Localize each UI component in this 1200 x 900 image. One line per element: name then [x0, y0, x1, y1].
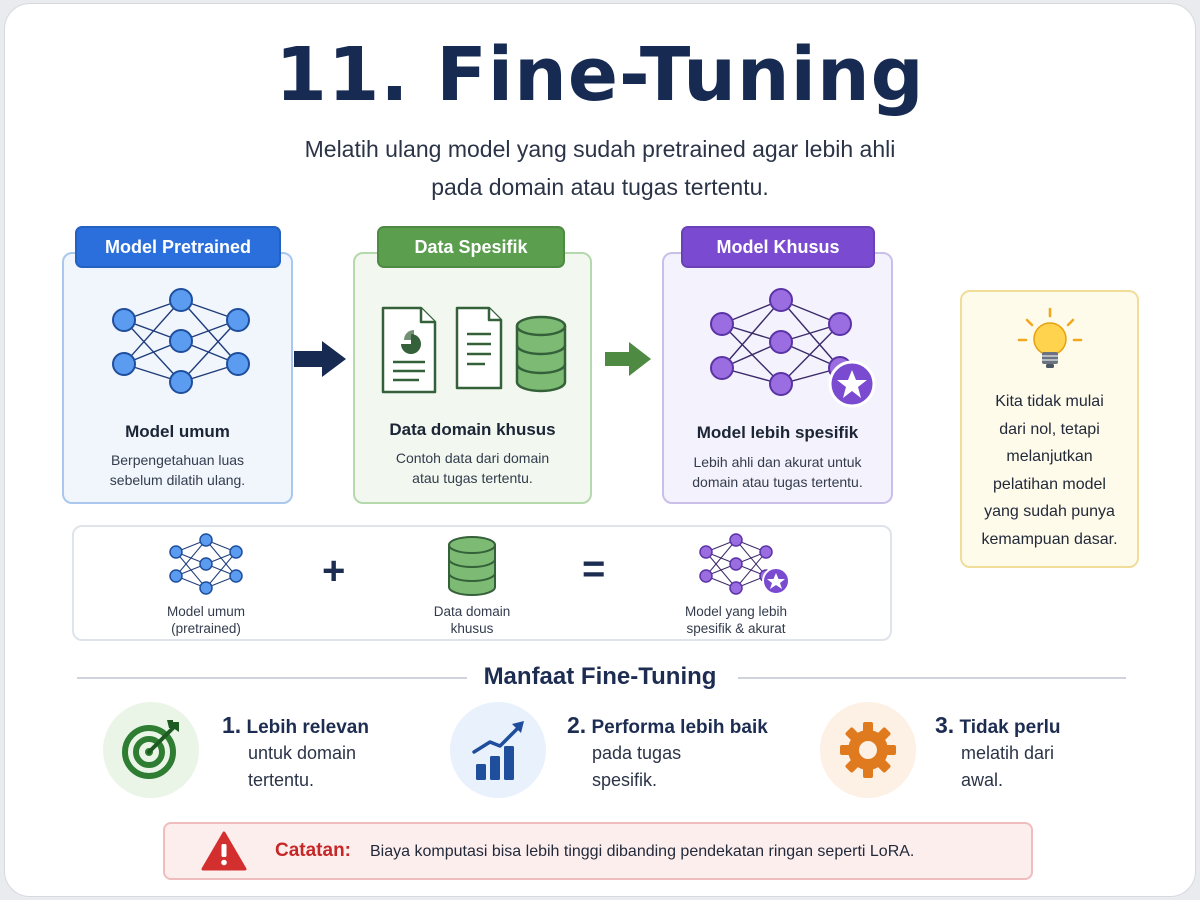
lightbulb-icon — [1017, 307, 1083, 368]
tip-line: Kita tidak mulai — [995, 393, 1104, 410]
specialized-network-icon — [710, 288, 876, 408]
database-icon — [448, 536, 496, 596]
equals-sign: = — [582, 547, 606, 591]
gear-icon — [840, 722, 896, 778]
tip-line: dari nol, tetapi — [999, 420, 1100, 438]
benefit-1-line: tertentu. — [248, 770, 315, 790]
divider-left — [77, 677, 467, 679]
tip-box: Kita tidak mulai dari nol, tetapi melanj… — [960, 290, 1139, 568]
benefit-2-heading: 2. Performa lebih baik — [567, 712, 768, 739]
step-2-text-line-2: atau tugas tertentu. — [412, 470, 533, 486]
benefit-2-number: 2. — [567, 712, 587, 738]
arrow-right-icon — [294, 341, 346, 377]
benefit-3-body: melatih dari awal. — [961, 740, 1054, 794]
tip-line: yang sudah punya — [984, 503, 1115, 520]
benefit-3-number: 3. — [935, 712, 955, 738]
equation-label-3: Model yang lebih spesifik & akurat — [664, 603, 808, 637]
step-2-heading: Data domain khusus — [389, 420, 556, 439]
warning-icon — [201, 831, 247, 871]
benefits-title: Manfaat Fine-Tuning — [483, 663, 717, 690]
step-3-heading: Model lebih spesifik — [696, 423, 859, 442]
tip-text: Kita tidak mulai dari nol, tetapi melanj… — [970, 388, 1129, 553]
benefit-2-line: spesifik. — [592, 770, 658, 790]
step-1-heading: Model umum — [125, 422, 230, 441]
benefit-2-icon-circle — [450, 702, 546, 798]
equation-label-2: Data domain khusus — [400, 603, 544, 637]
benefit-3-heading: 3. Tidak perlu — [935, 712, 1060, 739]
specialized-network-icon — [699, 533, 790, 595]
equation-label-line: (pretrained) — [171, 621, 241, 636]
step-1-badge: Model Pretrained — [75, 226, 281, 268]
step-1-text: Berpengetahuan luas sebelum dilatih ulan… — [64, 450, 291, 490]
benefit-3-line: melatih dari — [961, 743, 1055, 763]
neural-network-icon — [112, 288, 250, 394]
tip-line: pelatihan model — [993, 475, 1106, 493]
step-2-badge: Data Spesifik — [377, 226, 565, 268]
infographic-page: 11. Fine-Tuning Melatih ulang model yang… — [4, 3, 1196, 897]
step-2-text: Contoh data dari domain atau tugas terte… — [355, 448, 590, 488]
benefit-1-icon-circle — [103, 702, 199, 798]
target-icon — [122, 720, 179, 779]
benefit-1-body: untuk domain tertentu. — [248, 740, 356, 794]
equation-label-line: spesifik & akurat — [686, 621, 786, 636]
note-text: Biaya komputasi bisa lebih tinggi diband… — [370, 843, 915, 860]
step-3-badge: Model Khusus — [681, 226, 875, 268]
specialized-model-card: Model lebih spesifik Lebih ahli dan akur… — [662, 252, 893, 504]
specific-data-card: Data domain khusus Contoh data dari doma… — [353, 252, 592, 504]
arrow-right-icon — [605, 342, 651, 376]
benefit-1-number: 1. — [222, 712, 242, 738]
benefit-3-head-text: Tidak perlu — [959, 717, 1061, 738]
note-label: Catatan: — [275, 840, 352, 861]
benefit-2-head-text: Performa lebih baik — [591, 717, 768, 738]
benefit-2-line: pada tugas — [592, 743, 682, 763]
benefit-1-head-text: Lebih relevan — [246, 717, 369, 738]
benefit-1-heading: 1. Lebih relevan — [222, 712, 369, 739]
benefit-3-icon-circle — [820, 702, 916, 798]
step-3-text-line-1: Lebih ahli dan akurat untuk — [693, 454, 862, 470]
equation-panel: Model umum (pretrained) + Data domain kh… — [72, 525, 892, 641]
benefit-2-body: pada tugas spesifik. — [592, 740, 681, 794]
growth-chart-icon — [472, 721, 524, 780]
equation-label-1: Model umum (pretrained) — [134, 603, 278, 637]
neural-network-icon — [169, 533, 243, 595]
tip-line: kemampuan dasar. — [981, 530, 1118, 548]
subtitle-line-2: pada domain atau tugas tertentu. — [431, 174, 769, 200]
equation-label-line: Model umum — [166, 604, 246, 619]
equation-label-line: Data domain — [433, 604, 511, 619]
benefit-3-line: awal. — [961, 770, 1004, 790]
note-box: Catatan: Biaya komputasi bisa lebih ting… — [163, 822, 1033, 880]
plus-sign: + — [322, 549, 346, 593]
step-1-text-line-1: Berpengetahuan luas — [110, 452, 245, 468]
equation-label-line: khusus — [450, 621, 494, 636]
step-2-text-line-1: Contoh data dari domain — [395, 450, 550, 466]
tip-line: melanjutkan — [1006, 448, 1093, 465]
subtitle-line-1: Melatih ulang model yang sudah pretraine… — [304, 136, 896, 162]
equation-label-line: Model yang lebih — [684, 604, 788, 619]
page-subtitle: Melatih ulang model yang sudah pretraine… — [5, 130, 1195, 206]
pretrained-model-card: Model umum Berpengetahuan luas sebelum d… — [62, 252, 293, 504]
step-1-text-line-2: sebelum dilatih ulang. — [109, 472, 246, 488]
step-3-text: Lebih ahli dan akurat untuk domain atau … — [664, 452, 891, 492]
divider-right — [738, 677, 1126, 679]
step-3-text-line-2: domain atau tugas tertentu. — [692, 474, 863, 490]
page-title: 11. Fine-Tuning — [275, 32, 925, 118]
documents-database-icon — [381, 306, 567, 394]
benefit-1-line: untuk domain — [248, 743, 357, 763]
